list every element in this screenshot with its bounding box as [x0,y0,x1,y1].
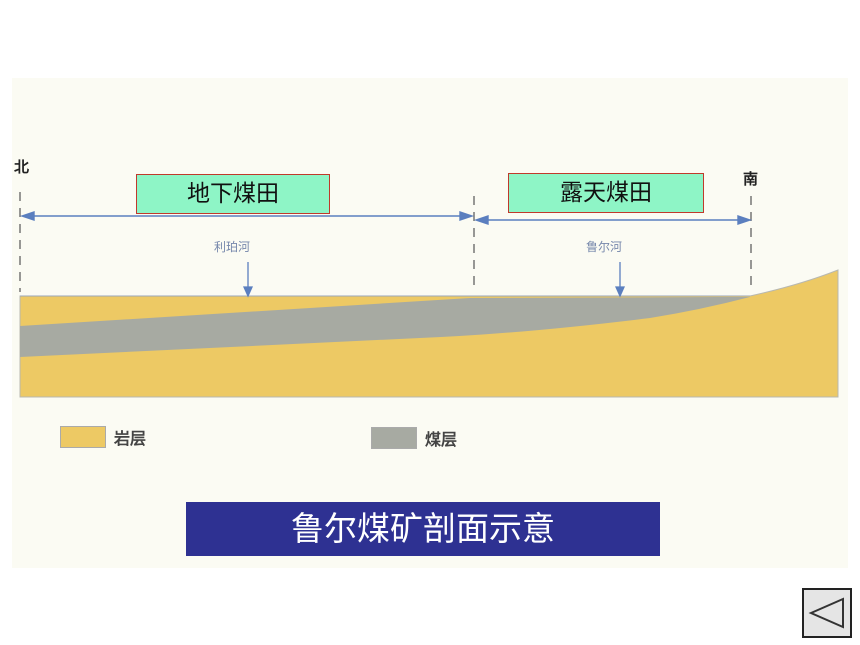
diagram-caption: 鲁尔煤矿剖面示意 [186,502,660,556]
rock-swatch [60,426,106,448]
legend-coal-label: 煤层 [425,430,458,449]
north-label: 北 [14,158,30,176]
underground-coalfield-label: 地下煤田 [136,174,330,214]
ruhr-river-label: 鲁尔河 [586,240,623,254]
triangle-left-icon [808,597,844,629]
opencast-coalfield-label: 露天煤田 [508,173,704,213]
coal-swatch [371,427,417,449]
coal-layer [20,297,750,357]
opencast-extent-arrow [473,215,753,225]
south-label: 南 [743,170,759,188]
lippe-river-arrow [242,262,254,298]
legend-coal: 煤层 [371,426,457,450]
legend-rock-label: 岩层 [114,429,147,448]
lippe-river-label: 利珀河 [214,240,251,254]
underground-extent-arrow [19,211,475,221]
back-button[interactable] [802,588,852,638]
ruhr-river-arrow [614,262,626,298]
legend-rock: 岩层 [60,425,146,449]
